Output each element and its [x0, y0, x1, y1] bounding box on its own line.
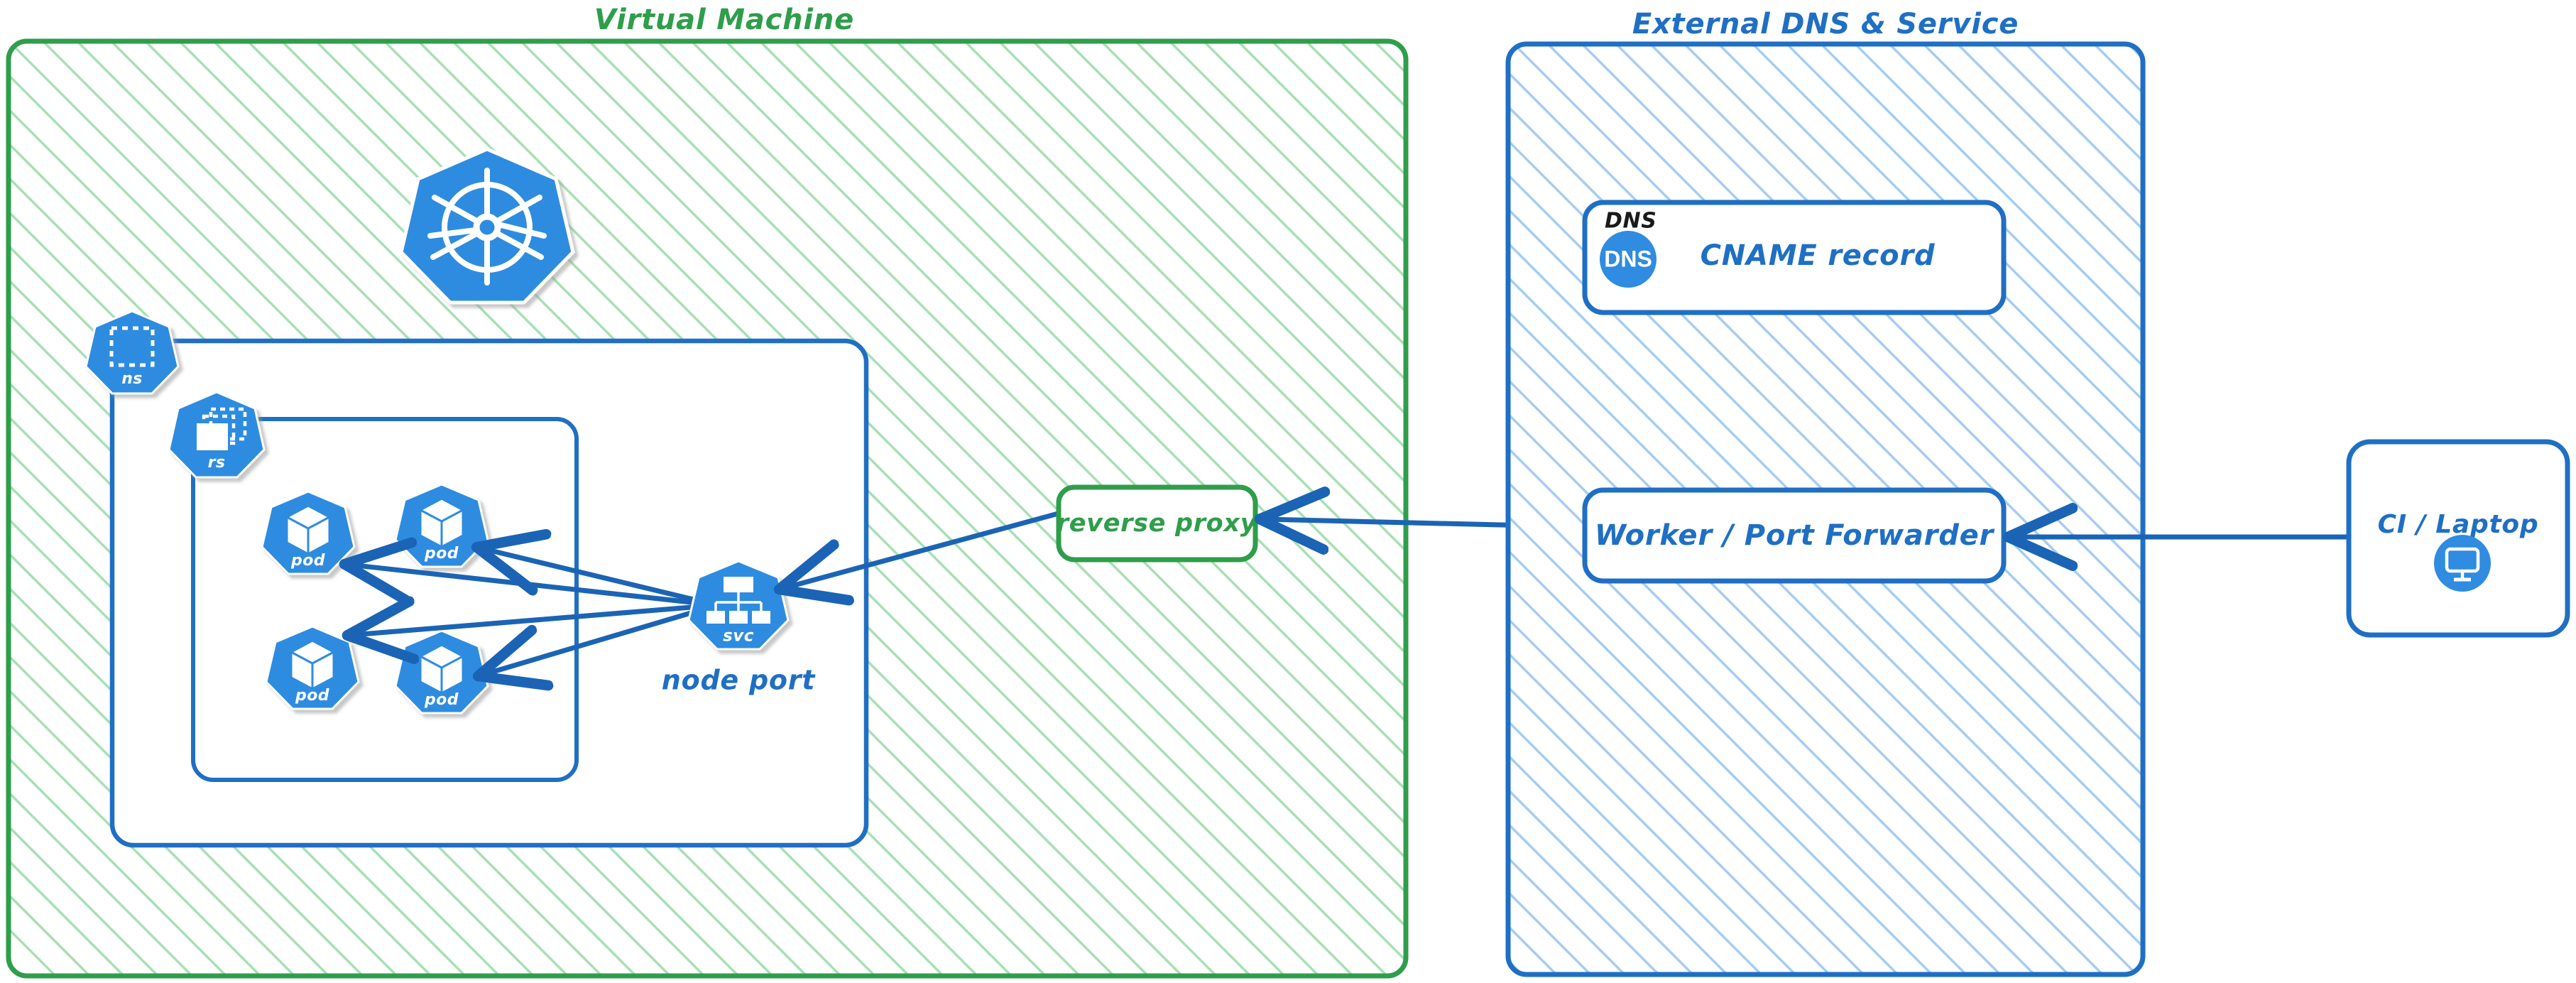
dns-card-border: [1582, 200, 2007, 315]
pod-badge-label: pod: [424, 545, 459, 563]
reverse-proxy-card[interactable]: reverse proxy: [1056, 484, 1258, 563]
dns-card-header: DNS: [1605, 209, 1657, 234]
dns-card-body: CNAME record: [1701, 239, 1936, 272]
service-badge: svc: [687, 560, 790, 651]
ci-laptop-card[interactable]: CI / Laptop: [2346, 439, 2570, 638]
replicaset-badge: rs: [168, 391, 266, 479]
service-badge-label: svc: [723, 627, 754, 646]
dns-icon-label: DNS: [1604, 246, 1652, 271]
connection-svc-pod-2: [481, 548, 720, 608]
service-icon: [706, 577, 770, 624]
replicaset-container: [191, 417, 579, 782]
pod-icon: [419, 497, 464, 548]
pod-badge-label: pod: [290, 552, 325, 570]
kubernetes-logo-icon: [399, 147, 575, 305]
external-panel-title: External DNS & Service: [1632, 8, 2019, 40]
replicaset-icon: [197, 407, 247, 450]
namespace-badge: ns: [84, 310, 180, 395]
replicaset-badge-label: rs: [208, 454, 226, 472]
worker-card-label: Worker / Port Forwarder: [1595, 519, 1995, 552]
pod-icon: [285, 504, 331, 555]
pod-badge-label: pod: [424, 691, 459, 709]
pod-badge-1: pod: [261, 490, 356, 575]
dns-circle-icon: DNS: [1600, 231, 1657, 288]
namespace-icon: [109, 326, 155, 367]
dns-card[interactable]: DNS DNS CNAME record: [1582, 200, 2007, 315]
worker-card[interactable]: Worker / Port Forwarder: [1582, 487, 2007, 584]
desktop-monitor-icon: [2434, 535, 2491, 592]
pod-badge-label: pod: [295, 687, 329, 705]
connection-svc-pod-4: [483, 602, 720, 675]
pod-icon: [290, 639, 335, 690]
ci-laptop-label: CI / Laptop: [2378, 510, 2539, 539]
service-to-pod-connections: [349, 548, 720, 675]
namespace-badge-label: ns: [121, 370, 143, 388]
replicaset-container-border: [191, 417, 579, 782]
connection-svc-pod-3: [352, 605, 720, 635]
vm-panel-title: Virtual Machine: [594, 4, 854, 36]
pod-icon: [419, 643, 464, 695]
connection-reverse-proxy-to-svc: [784, 510, 1064, 588]
pod-badge-2: pod: [394, 483, 489, 568]
reverse-proxy-label: reverse proxy: [1057, 509, 1258, 538]
service-caption: node port: [662, 665, 816, 696]
